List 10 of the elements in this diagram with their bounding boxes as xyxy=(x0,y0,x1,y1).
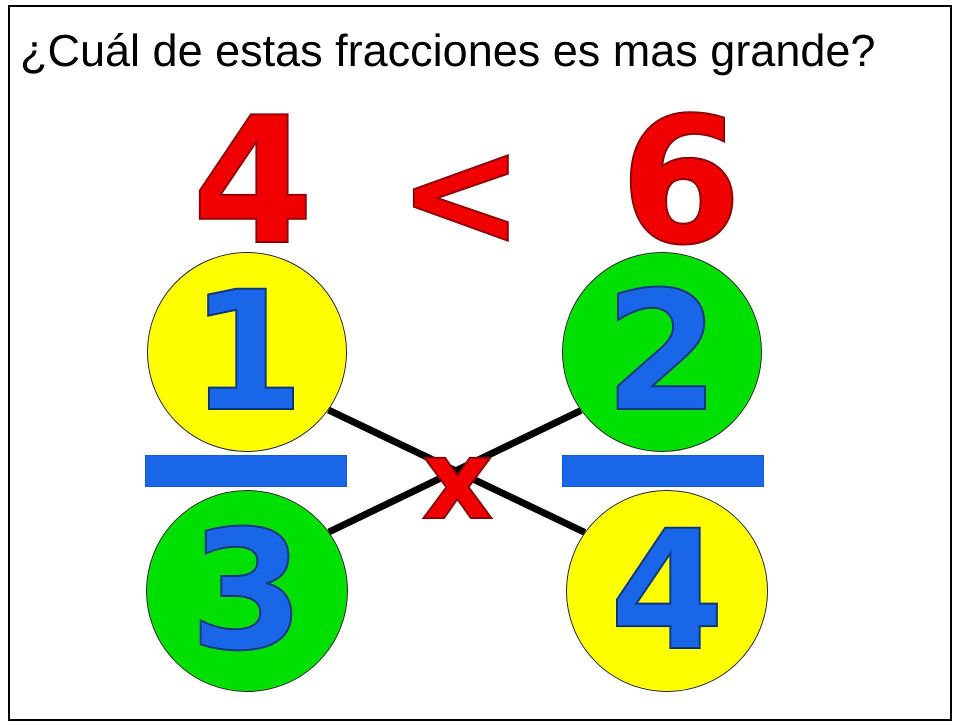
fraction-bar xyxy=(145,455,347,487)
digit: 1 xyxy=(190,270,304,434)
product-number: 6 xyxy=(620,95,742,270)
less-than-sign: < xyxy=(398,119,524,269)
product-number: 4 xyxy=(192,95,314,270)
digit: 2 xyxy=(604,270,720,434)
digit: 3 xyxy=(190,508,304,674)
digit: 4 xyxy=(610,508,724,674)
fraction-bar xyxy=(562,455,764,487)
question-title: ¿Cuál de estas fracciones es mas grande? xyxy=(20,25,876,77)
